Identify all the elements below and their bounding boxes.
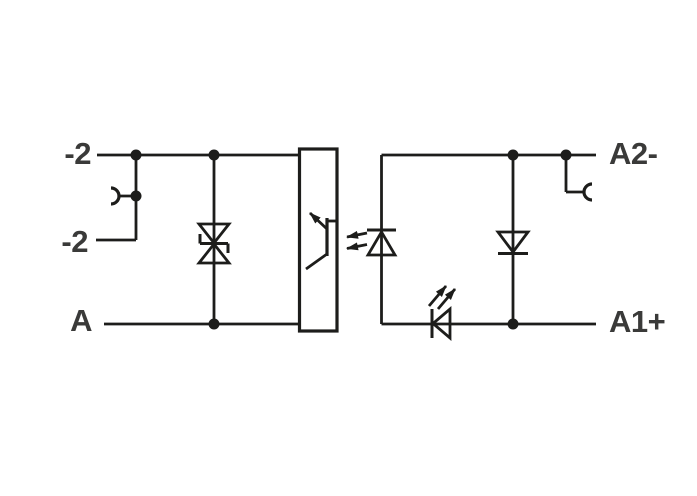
junction-dot — [507, 149, 519, 161]
protection-diode-icon — [495, 230, 531, 255]
junction-dot — [208, 149, 220, 161]
left-junctions — [130, 149, 220, 330]
right-junctions — [507, 149, 572, 330]
terminal-label-a2-minus: A2- — [609, 136, 658, 171]
junction-dot — [208, 318, 220, 330]
junction-dot — [507, 318, 519, 330]
terminal-label-minus2-top: -2 — [64, 136, 91, 171]
terminal-label-minus2-bottom: -2 — [61, 224, 88, 259]
junction-dot — [560, 149, 572, 161]
terminal-label-a1-plus: A1+ — [609, 304, 665, 339]
junction-dot — [130, 190, 142, 202]
light-arrows-icon — [346, 230, 368, 251]
right-circuit — [365, 153, 596, 342]
optocoupler-body — [297, 147, 339, 333]
junction-dot — [130, 149, 142, 161]
phototransistor-icon — [305, 211, 337, 271]
coupler-led-icon — [365, 228, 398, 257]
socket-contact-right-icon — [564, 155, 593, 202]
terminal-label-a: A — [70, 303, 92, 338]
status-led-icon — [430, 305, 452, 342]
suppressor-diode-icon — [196, 222, 232, 265]
optocoupler — [297, 147, 339, 333]
emission-arrows-icon — [427, 285, 457, 310]
left-circuit — [96, 153, 299, 326]
